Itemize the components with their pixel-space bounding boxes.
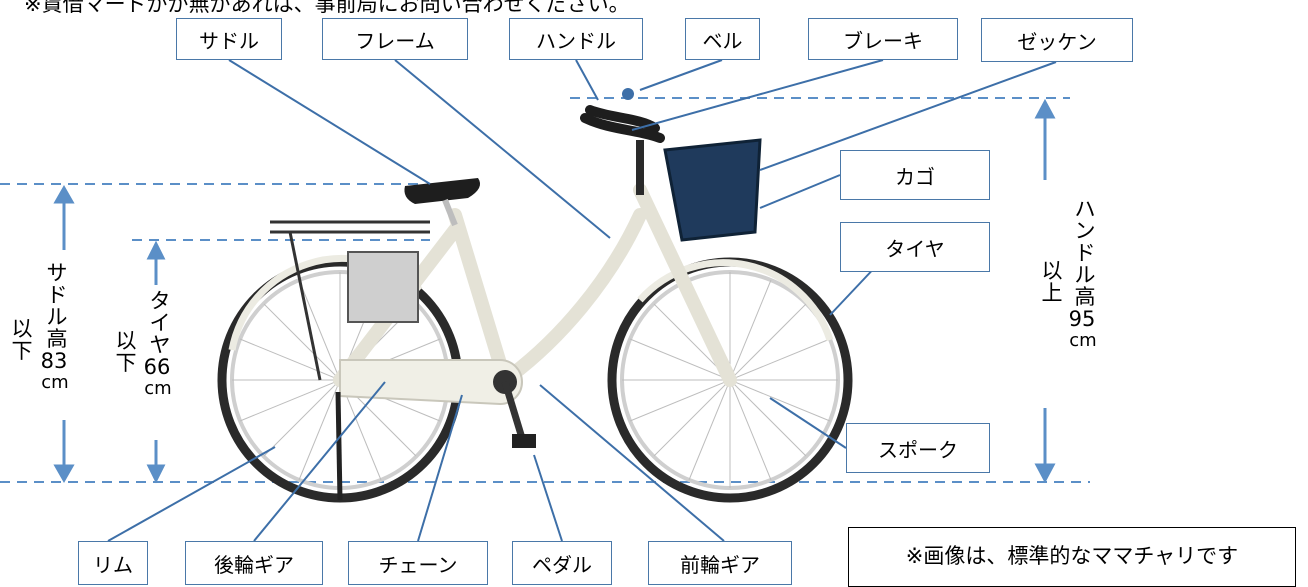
handle-height-qualifier: 以上 [1040, 260, 1064, 304]
vertical-char: サ [46, 261, 68, 285]
vertical-char: 下 [11, 339, 33, 363]
chain-guard [339, 359, 523, 406]
qualifier-text: 以下 [10, 318, 34, 362]
dimension-arrows [53, 98, 1056, 484]
label-chain: チェーン [348, 541, 488, 585]
rear-rack [270, 220, 430, 381]
saddle-height-value: 83 [40, 349, 68, 373]
label-saddle: サドル [176, 18, 282, 60]
label-handle: ハンドル [509, 18, 643, 60]
vertical-char: 以 [11, 317, 33, 341]
vertical-char: ル [46, 305, 68, 329]
saddle-height-unit: cm [41, 372, 69, 393]
handle-height-label: ハンドル高 95 cm [1069, 197, 1097, 352]
saddle-height-qualifier: 以下 [10, 318, 34, 362]
tire-size-unit: cm [144, 378, 172, 399]
handle-height-unit: cm [1069, 330, 1097, 351]
label-basket: カゴ [840, 150, 990, 200]
label-brake: ブレーキ [808, 18, 958, 60]
vertical-char: 下 [115, 351, 137, 375]
front-basket [663, 138, 762, 242]
guide-lines [0, 97, 1090, 483]
pedal-block [512, 434, 536, 448]
tire-size-qualifier: 以下 [114, 330, 138, 374]
seat-post [442, 198, 458, 227]
vertical-char: 高 [1074, 285, 1096, 309]
bell [622, 88, 634, 100]
kickstand [335, 391, 343, 501]
bicycle [217, 88, 853, 503]
label-bell: ベル [685, 18, 760, 60]
vertical-char: 上 [1041, 281, 1063, 305]
vertical-char: タ [149, 289, 171, 313]
label-bib: ゼッケン [981, 18, 1133, 62]
vertical-char: ハ [1074, 197, 1096, 221]
leader-lines [107, 59, 1057, 542]
vertical-char: 以 [115, 329, 137, 353]
label-tire: タイヤ [840, 222, 990, 272]
front-fender [637, 259, 834, 342]
vertical-char: 高 [46, 327, 68, 351]
vertical-char: ヤ [149, 333, 171, 357]
vertical-char: ル [1074, 263, 1096, 287]
vertical-char: ド [46, 283, 68, 307]
rear-basket [347, 251, 419, 323]
image-note: ※画像は、標準的なママチャリです [848, 527, 1296, 587]
vertical-char: ド [1074, 241, 1096, 265]
crank-arm [501, 380, 526, 440]
tire-size-label: タイヤ 66 cm [144, 289, 172, 400]
label-pedal: ペダル [512, 541, 612, 585]
handlebar [580, 105, 665, 143]
label-front-gear: 前輪ギア [648, 541, 792, 585]
saddle-height-label: サドル高 83 cm [41, 261, 69, 394]
vertical-char: イ [149, 311, 171, 335]
label-rim: リム [78, 541, 148, 585]
saddle [404, 178, 481, 204]
label-rear-gear: 後輪ギア [185, 541, 323, 585]
vertical-char: ン [1074, 219, 1096, 243]
handle-height-value: 95 [1068, 307, 1096, 331]
vertical-char: 以 [1041, 259, 1063, 283]
top-note: ※賃借マードがが無があれは、事前局にお問い合わせください。 [24, 0, 630, 16]
tire-size-value: 66 [143, 355, 171, 379]
label-spoke: スポーク [846, 423, 990, 473]
label-frame: フレーム [322, 18, 468, 60]
